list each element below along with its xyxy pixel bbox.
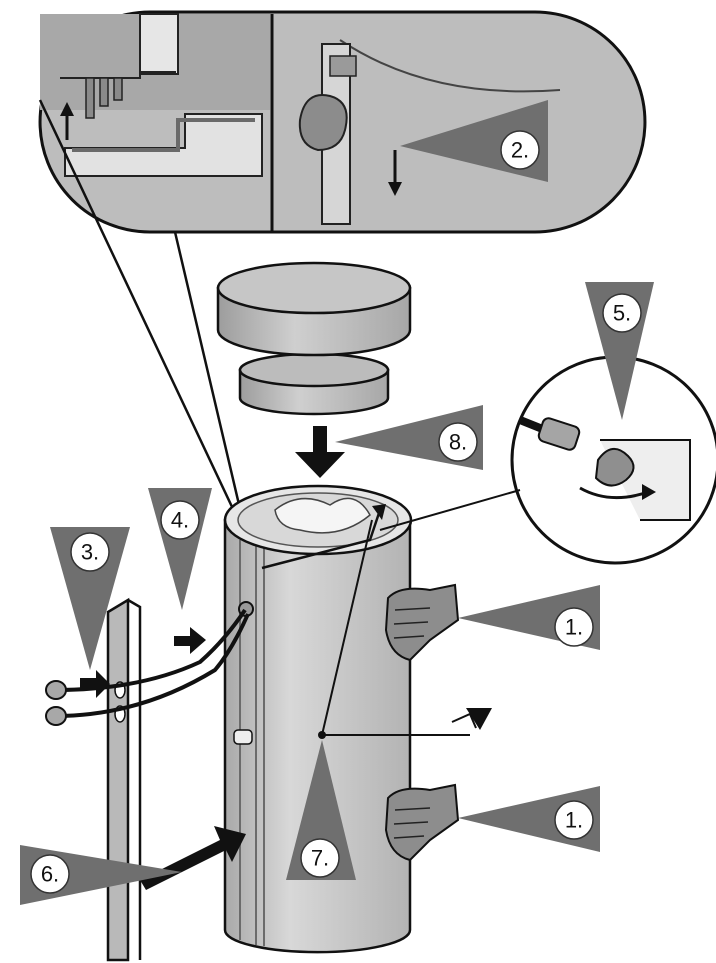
step-callout-s6: 6. (20, 845, 182, 905)
step-number-label: 2. (511, 138, 529, 163)
lower-lid-arrow-icon (295, 426, 345, 478)
step-number-label: 7. (311, 846, 329, 871)
step-number-label: 1. (565, 808, 583, 833)
detail-bubble-top (40, 12, 645, 232)
step-number-label: 1. (565, 615, 583, 640)
wall-rail (108, 600, 140, 960)
step-number-label: 3. (81, 540, 99, 565)
insert-arrow-3-icon (80, 670, 110, 698)
water-tank (225, 486, 411, 952)
step-callout-s8: 8. (335, 405, 483, 470)
tank-lid (218, 263, 410, 414)
step-callout-s4: 4. (148, 488, 212, 610)
pull-out-arrow-icon (466, 708, 492, 730)
bracket-detail (40, 14, 270, 176)
step-callout-s1a: 1. (458, 585, 600, 650)
insert-arrow-4-icon (174, 627, 206, 654)
step-number-label: 8. (449, 430, 467, 455)
hand-top-icon (386, 585, 458, 660)
hand-bottom-icon (386, 785, 458, 860)
thumb-icon (300, 95, 347, 150)
step-number-label: 6. (41, 862, 59, 887)
step-callout-s1b: 1. (458, 786, 600, 852)
step-number-label: 4. (171, 508, 189, 533)
sensor-plugs (46, 681, 66, 725)
step-number-label: 5. (613, 301, 631, 326)
